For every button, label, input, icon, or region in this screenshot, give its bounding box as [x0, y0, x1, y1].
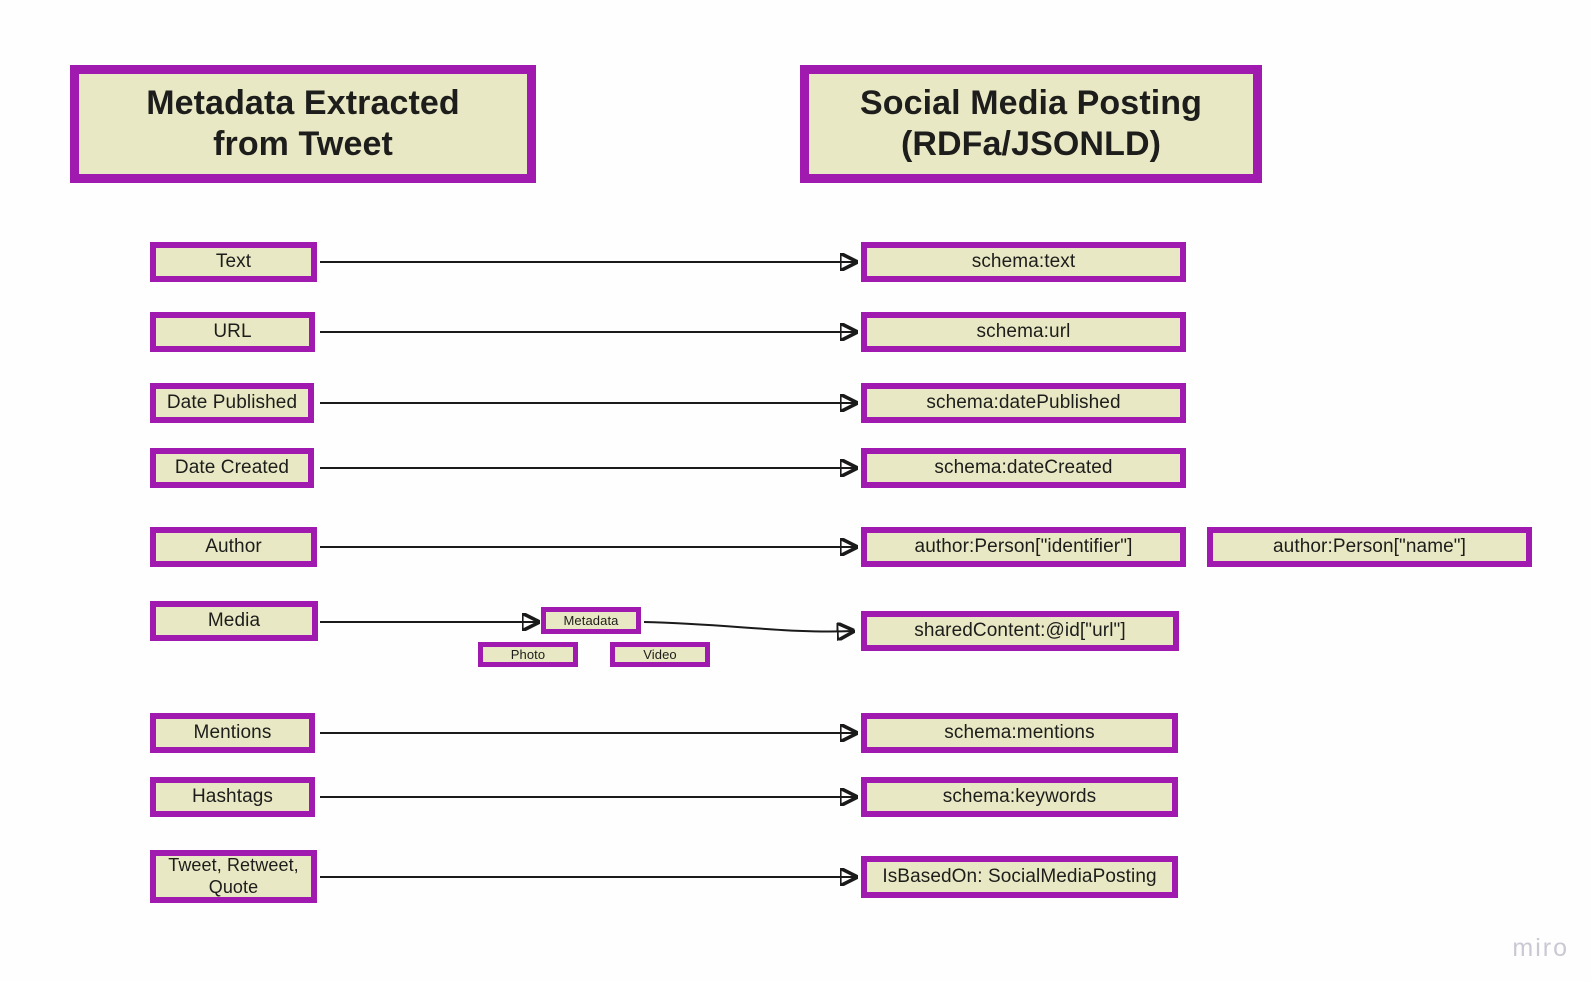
node-schema-url[interactable]: schema:url — [861, 312, 1186, 352]
node-author-person-identifier[interactable]: author:Person["identifier"] — [861, 527, 1186, 567]
node-author-person-name-label: author:Person["name"] — [1272, 535, 1467, 557]
node-media[interactable]: Media — [150, 601, 318, 641]
node-isbasedon-label: IsBasedOn: SocialMediaPosting — [882, 865, 1157, 887]
node-shared-content-label: sharedContent:@id["url"] — [914, 619, 1126, 641]
node-photo-label: Photo — [510, 646, 546, 662]
node-tweet-line2: Quote — [208, 876, 259, 897]
node-text-label: Text — [215, 250, 252, 272]
node-schema-date-created-label: schema:dateCreated — [934, 456, 1113, 478]
node-schema-text-label: schema:text — [971, 250, 1076, 272]
miro-watermark: miro — [1512, 934, 1569, 962]
header-left: Metadata Extracted from Tweet — [70, 65, 536, 183]
node-text[interactable]: Text — [150, 242, 317, 282]
node-schema-date-created[interactable]: schema:dateCreated — [861, 448, 1186, 488]
header-right-line1: Social Media Posting — [859, 83, 1203, 122]
node-metadata[interactable]: Metadata — [541, 607, 641, 634]
node-date-created[interactable]: Date Created — [150, 448, 314, 488]
header-right-line2: (RDFa/JSONLD) — [900, 125, 1162, 163]
node-date-published[interactable]: Date Published — [150, 383, 314, 423]
node-date-created-label: Date Created — [174, 456, 290, 478]
node-metadata-label: Metadata — [563, 612, 619, 628]
node-tweet-retweet-quote[interactable]: Tweet, Retweet, Quote — [150, 850, 317, 903]
node-tweet-line1: Tweet, Retweet, — [168, 855, 299, 876]
node-mentions[interactable]: Mentions — [150, 713, 315, 753]
node-media-label: Media — [207, 609, 261, 631]
node-author-person-name[interactable]: author:Person["name"] — [1207, 527, 1532, 567]
node-date-published-label: Date Published — [166, 391, 298, 413]
header-left-text: Metadata Extracted from Tweet — [146, 83, 460, 166]
node-hashtags-label: Hashtags — [191, 785, 274, 807]
node-schema-date-published-label: schema:datePublished — [926, 391, 1121, 413]
node-author-person-identifier-label: author:Person["identifier"] — [914, 535, 1133, 557]
node-video[interactable]: Video — [610, 642, 710, 667]
node-hashtags[interactable]: Hashtags — [150, 777, 315, 817]
header-right-text: Social Media Posting (RDFa/JSONLD) — [860, 83, 1202, 166]
node-shared-content[interactable]: sharedContent:@id["url"] — [861, 611, 1179, 651]
header-left-line2: from Tweet — [213, 125, 393, 163]
node-author[interactable]: Author — [150, 527, 317, 567]
node-schema-mentions[interactable]: schema:mentions — [861, 713, 1178, 753]
node-url-label: URL — [213, 320, 252, 342]
node-isbasedon[interactable]: IsBasedOn: SocialMediaPosting — [861, 856, 1178, 898]
node-tweet-retweet-quote-text: Tweet, Retweet, Quote — [168, 855, 299, 897]
header-left-line1: Metadata Extracted — [146, 83, 460, 122]
node-schema-text[interactable]: schema:text — [861, 242, 1186, 282]
node-video-label: Video — [643, 646, 677, 662]
node-schema-date-published[interactable]: schema:datePublished — [861, 383, 1186, 423]
node-author-label: Author — [205, 535, 262, 557]
node-schema-keywords-label: schema:keywords — [942, 785, 1097, 807]
node-schema-url-label: schema:url — [976, 320, 1071, 342]
connector-metadata-to-sharedcontent — [643, 621, 853, 632]
node-photo[interactable]: Photo — [478, 642, 578, 667]
header-right: Social Media Posting (RDFa/JSONLD) — [800, 65, 1262, 183]
node-schema-keywords[interactable]: schema:keywords — [861, 777, 1178, 817]
node-schema-mentions-label: schema:mentions — [944, 721, 1095, 743]
node-url[interactable]: URL — [150, 312, 315, 352]
node-mentions-label: Mentions — [193, 721, 272, 743]
